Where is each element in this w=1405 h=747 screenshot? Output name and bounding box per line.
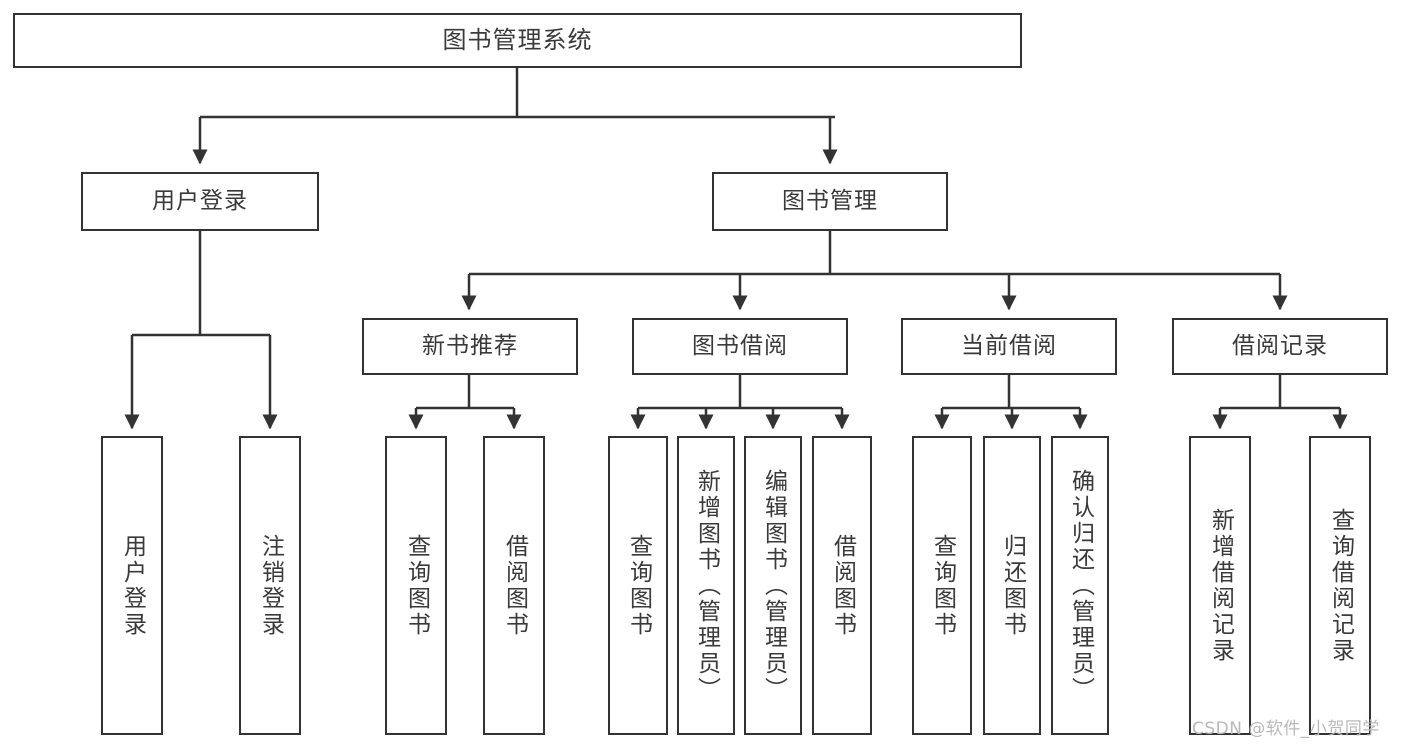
leaf-user-logout[interactable]: 注销登录 bbox=[239, 436, 301, 735]
leaf-borrow-book-recommend[interactable]: 借阅图书 bbox=[483, 436, 545, 735]
node-user-login[interactable]: 用户登录 bbox=[81, 172, 319, 231]
leaf-user-login[interactable]: 用户登录 bbox=[101, 436, 163, 735]
node-label: 用户登录 bbox=[119, 533, 146, 638]
node-current-borrow[interactable]: 当前借阅 bbox=[901, 318, 1117, 375]
leaf-borrow-book[interactable]: 借阅图书 bbox=[812, 436, 872, 735]
node-label: 查询图书 bbox=[625, 533, 652, 638]
node-label: 用户登录 bbox=[152, 187, 248, 214]
node-root-system[interactable]: 图书管理系统 bbox=[13, 13, 1022, 68]
watermark-text: CSDN @软件_小贺同学 bbox=[1192, 719, 1380, 739]
leaf-query-book-recommend[interactable]: 查询图书 bbox=[385, 436, 447, 735]
node-new-book-recommend[interactable]: 新书推荐 bbox=[362, 318, 578, 375]
node-label: 借阅图书 bbox=[501, 533, 528, 638]
node-label: 新书推荐 bbox=[422, 332, 518, 359]
node-label: 图书管理系统 bbox=[442, 26, 593, 55]
node-label: 图书借阅 bbox=[692, 332, 788, 359]
node-label: 查询图书 bbox=[929, 533, 956, 638]
leaf-query-book-current[interactable]: 查询图书 bbox=[912, 436, 972, 735]
node-label: 注销登录 bbox=[257, 533, 284, 638]
node-label: 借阅图书 bbox=[829, 533, 856, 638]
node-book-management[interactable]: 图书管理 bbox=[712, 172, 948, 231]
node-label: 图书管理 bbox=[782, 187, 878, 214]
leaf-return-book[interactable]: 归还图书 bbox=[983, 436, 1041, 735]
leaf-add-book-admin[interactable]: 新增图书（管理员） bbox=[677, 436, 735, 735]
node-borrow-record[interactable]: 借阅记录 bbox=[1172, 318, 1388, 375]
leaf-query-book-borrow[interactable]: 查询图书 bbox=[608, 436, 668, 735]
leaf-add-borrow-record[interactable]: 新增借阅记录 bbox=[1189, 436, 1251, 735]
leaf-query-borrow-record[interactable]: 查询借阅记录 bbox=[1309, 436, 1371, 735]
leaf-edit-book-admin[interactable]: 编辑图书（管理员） bbox=[744, 436, 802, 735]
node-label: 借阅记录 bbox=[1232, 332, 1328, 359]
node-label: 编辑图书（管理员） bbox=[760, 468, 787, 703]
node-label: 新增借阅记录 bbox=[1207, 507, 1234, 664]
leaf-confirm-return-admin[interactable]: 确认归还（管理员） bbox=[1051, 436, 1109, 735]
node-label: 查询图书 bbox=[403, 533, 430, 638]
node-label: 确认归还（管理员） bbox=[1067, 468, 1094, 703]
node-label: 查询借阅记录 bbox=[1327, 507, 1354, 664]
node-label: 新增图书（管理员） bbox=[693, 468, 720, 703]
node-book-borrow[interactable]: 图书借阅 bbox=[632, 318, 848, 375]
node-label: 当前借阅 bbox=[961, 332, 1057, 359]
node-label: 归还图书 bbox=[999, 533, 1026, 638]
